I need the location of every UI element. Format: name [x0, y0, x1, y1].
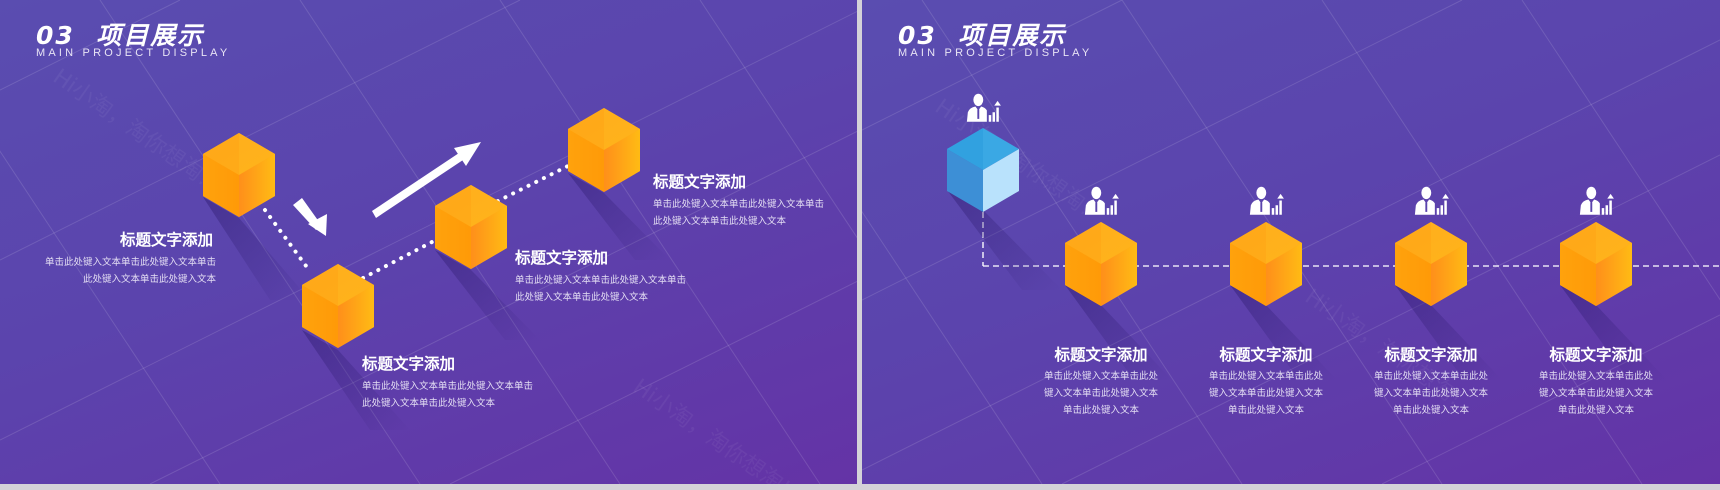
businessman-growth-icon: [1083, 186, 1121, 215]
watermark: Hi小淘，淘你想淘!: [628, 374, 795, 484]
cube-icon: [568, 108, 640, 192]
businessman-growth-icon: [1578, 186, 1616, 215]
item-title: 标题文字添加: [1384, 345, 1478, 364]
item-title: 标题文字添加: [1549, 345, 1643, 364]
page-title: 03 项目展示: [36, 21, 205, 50]
page-subtitle: MAIN PROJECT DISPLAY: [898, 47, 1093, 59]
businessman-growth-icon: [1248, 186, 1286, 215]
cube-icon: [435, 185, 507, 269]
cube-icon: [1065, 222, 1137, 306]
arrow-down-right-icon: [293, 198, 327, 236]
item-body: 单击此处键入文本单击此处 键入文本单击此处键入文本 单击此处键入文本: [1373, 371, 1488, 416]
item-title: 标题文字添加: [653, 172, 747, 191]
item-title: 标题文字添加: [515, 248, 609, 267]
item-title: 标题文字添加: [362, 354, 456, 373]
item-body: 单击此处键入文本单击此处键入文本单击 此处键入文本单击此处键入文本: [44, 257, 216, 285]
slide-zigzag: Hi小淘，淘你想淘! Hi小淘，淘你想淘! 03 项目展示 MAIN PROJE…: [0, 0, 857, 484]
cube-icon: [203, 133, 275, 217]
watermark: Hi小淘，淘你想淘!: [48, 64, 215, 192]
cube-icon: [947, 128, 1019, 212]
businessman-growth-icon: [965, 93, 1003, 122]
cube-icon: [1560, 222, 1632, 306]
item-title: 标题文字添加: [120, 230, 214, 249]
item-body: 单击此处键入文本单击此处 键入文本单击此处键入文本 单击此处键入文本: [1538, 371, 1653, 416]
item-title: 标题文字添加: [1219, 345, 1313, 364]
cube-icon: [302, 264, 374, 348]
page-subtitle: MAIN PROJECT DISPLAY: [36, 47, 231, 59]
slide-timeline: Hi小淘，淘你想淘! Hi小淘，淘你想淘! 03 项目展示 MAIN PROJE…: [862, 0, 1720, 484]
item-body: 单击此处键入文本单击此处 键入文本单击此处键入文本 单击此处键入文本: [1043, 371, 1158, 416]
item-title: 标题文字添加: [1054, 345, 1148, 364]
item-body: 单击此处键入文本单击此处 键入文本单击此处键入文本 单击此处键入文本: [1208, 371, 1323, 416]
cube-icon: [1230, 222, 1302, 306]
cube-icon: [1395, 222, 1467, 306]
item-body: 单击此处键入文本单击此处键入文本单击 此处键入文本单击此处键入文本: [515, 275, 687, 303]
businessman-growth-icon: [1413, 186, 1451, 215]
page-title: 03 项目展示: [898, 21, 1067, 50]
item-body: 单击此处键入文本单击此处键入文本单击 此处键入文本单击此处键入文本: [362, 381, 534, 409]
item-body: 单击此处键入文本单击此处键入文本单击 此处键入文本单击此处键入文本: [653, 199, 825, 227]
